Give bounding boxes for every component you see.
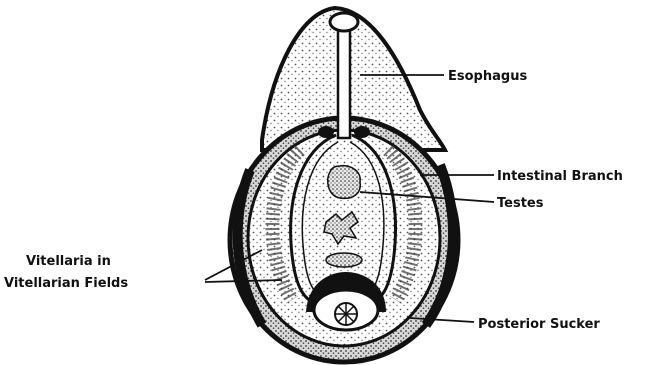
shoulder-blotch-left <box>318 126 334 138</box>
label-testes: Testes <box>497 196 544 211</box>
label-vitellaria-line2: Vitellarian Fields <box>4 276 128 291</box>
testis-upper <box>328 166 361 199</box>
shoulder-blotch-right <box>354 126 370 138</box>
label-vitellaria-line1: Vitellaria in <box>26 254 111 269</box>
label-intestinal-branch: Intestinal Branch <box>497 169 623 184</box>
label-posterior-sucker: Posterior Sucker <box>478 317 600 332</box>
testis-lower <box>326 253 362 267</box>
fluke-body <box>230 8 458 362</box>
label-esophagus: Esophagus <box>448 69 527 84</box>
posterior-sucker-rays <box>335 303 357 325</box>
oral-sucker <box>330 13 358 31</box>
esophagus <box>338 20 350 138</box>
